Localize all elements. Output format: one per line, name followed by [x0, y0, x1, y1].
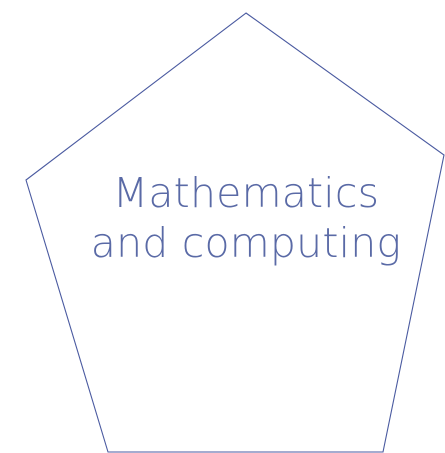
- pentagon-label-line-1: Mathematics: [112, 169, 380, 217]
- pentagon-shape: [25, 12, 445, 453]
- pentagon-label: Mathematics and computing: [60, 168, 432, 268]
- pentagon-label-line-2: and computing: [90, 219, 402, 267]
